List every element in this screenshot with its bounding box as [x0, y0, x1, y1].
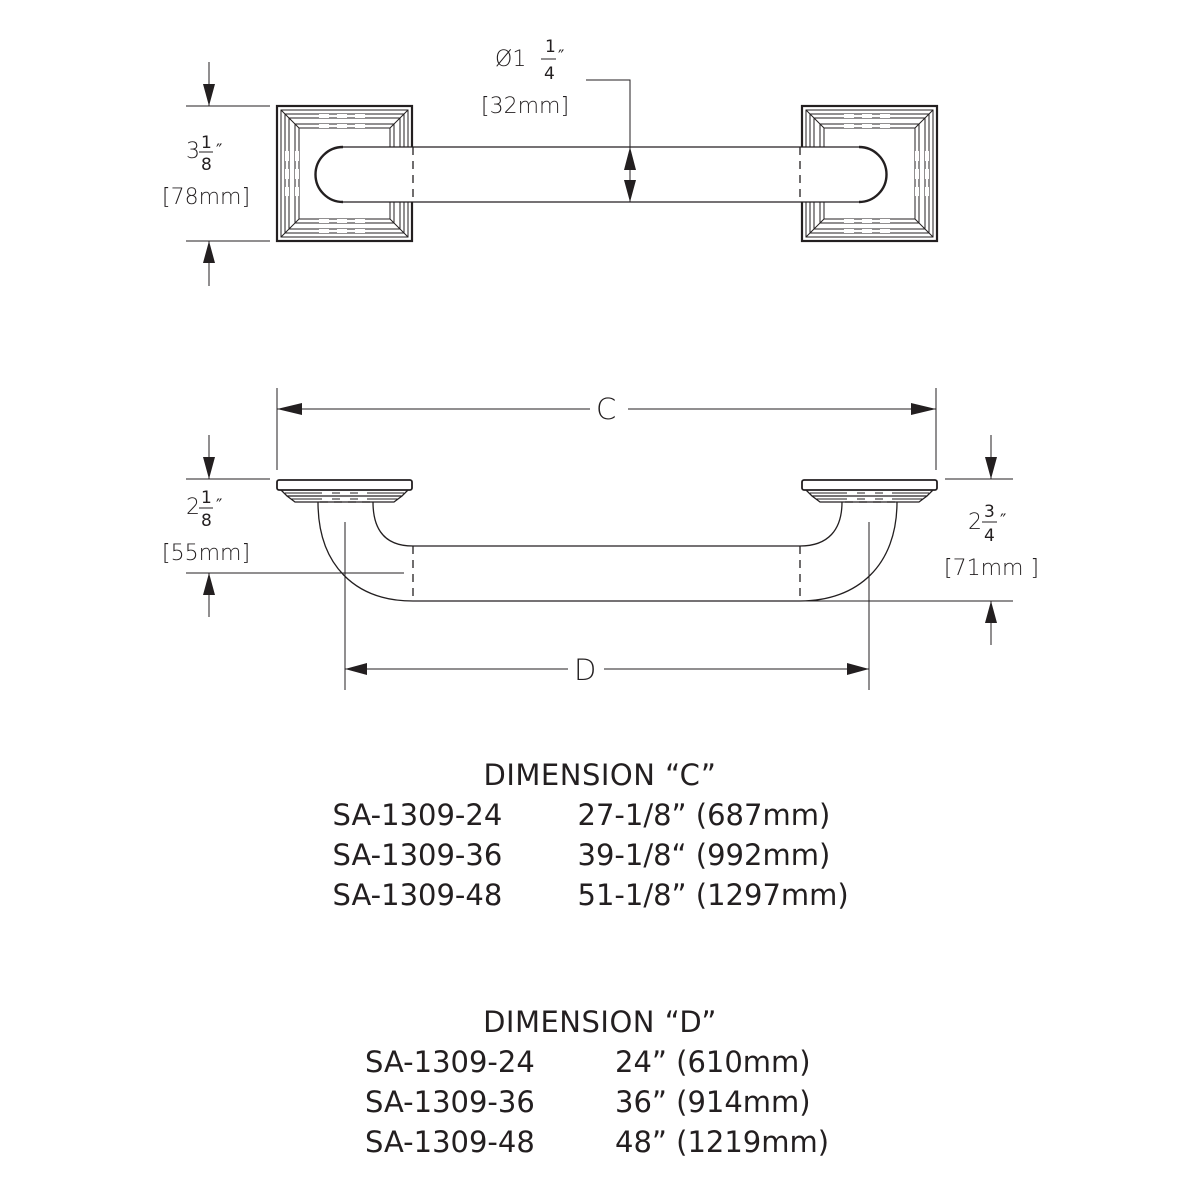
dim-unit: ″: [216, 496, 222, 516]
dim-whole: 3: [186, 139, 200, 164]
dimension-c-table: DIMENSION “C” SA-1309-24 27-1/8” (687mm)…: [0, 755, 1200, 915]
d-dimension: D: [344, 522, 870, 690]
c-dimension: C: [276, 388, 937, 470]
dim-denominator: 8: [201, 511, 212, 531]
model-number: SA-1309-48: [365, 1125, 535, 1159]
dimension-value: 36” (914mm): [615, 1085, 811, 1119]
top-view: 3 1 8 ″ [78mm] Ø1 1 4 ″ [32mm]: [162, 37, 939, 286]
model-number: SA-1309-48: [332, 878, 503, 912]
dim-whole: 2: [968, 510, 982, 535]
dim-unit: ″: [1000, 511, 1006, 531]
dim-unit: ″: [216, 141, 222, 161]
table-row: SA-1309-36 36” (914mm): [0, 1082, 1200, 1122]
table-row: SA-1309-24 24” (610mm): [0, 1042, 1200, 1082]
model-number: SA-1309-24: [365, 1045, 535, 1079]
dim-metric: [78mm]: [162, 185, 250, 210]
right-side-flange: [800, 478, 939, 504]
diameter-dimension: Ø1 1 4 ″ [32mm]: [481, 37, 636, 202]
model-number: SA-1309-24: [332, 798, 503, 832]
table-row: SA-1309-36 39-1/8“ (992mm): [0, 835, 1200, 875]
dimension-value: 39-1/8“ (992mm): [577, 838, 831, 872]
label-d: D: [574, 653, 596, 687]
dim-denominator: 4: [984, 526, 995, 546]
dim-metric: [71mm ]: [944, 556, 1039, 581]
label-c: C: [596, 392, 616, 426]
dimension-value: 48” (1219mm): [615, 1125, 830, 1159]
dim-denominator: 8: [201, 155, 212, 175]
right-height-dimension: 2 3 4 ″ [71mm ]: [802, 435, 1039, 645]
table-row: SA-1309-24 27-1/8” (687mm): [0, 795, 1200, 835]
side-view: C D: [162, 388, 1039, 690]
dimension-value: 51-1/8” (1297mm): [577, 878, 849, 912]
left-height-dimension: 2 1 8 ″ [55mm]: [162, 435, 404, 617]
dim-numerator: 1: [201, 488, 212, 508]
dim-numerator: 3: [984, 502, 995, 522]
dimension-value: 27-1/8” (687mm): [577, 798, 831, 832]
bar-side: [317, 501, 898, 602]
dim-denominator: 4: [544, 64, 555, 84]
dim-whole: 2: [186, 495, 200, 520]
dim-metric: [55mm]: [162, 541, 250, 566]
model-number: SA-1309-36: [332, 838, 503, 872]
bar-top: [314, 145, 888, 204]
dim-numerator: 1: [545, 37, 556, 57]
table-row: SA-1309-48 51-1/8” (1297mm): [0, 875, 1200, 915]
dim-numerator: 1: [201, 133, 212, 153]
dimension-c-title: DIMENSION “C”: [483, 758, 717, 792]
left-side-flange: [275, 478, 414, 504]
top-height-dimension: 3 1 8 ″ [78mm]: [162, 62, 270, 286]
dim-metric: [32mm]: [481, 94, 569, 119]
dimension-d-title: DIMENSION “D”: [483, 1005, 717, 1039]
dim-unit: ″: [558, 47, 564, 67]
model-number: SA-1309-36: [365, 1085, 535, 1119]
table-row: SA-1309-48 48” (1219mm): [0, 1122, 1200, 1162]
dim-diameter: Ø1: [495, 47, 526, 72]
dimension-d-table: DIMENSION “D” SA-1309-24 24” (610mm) SA-…: [0, 1002, 1200, 1162]
dimension-value: 24” (610mm): [615, 1045, 811, 1079]
